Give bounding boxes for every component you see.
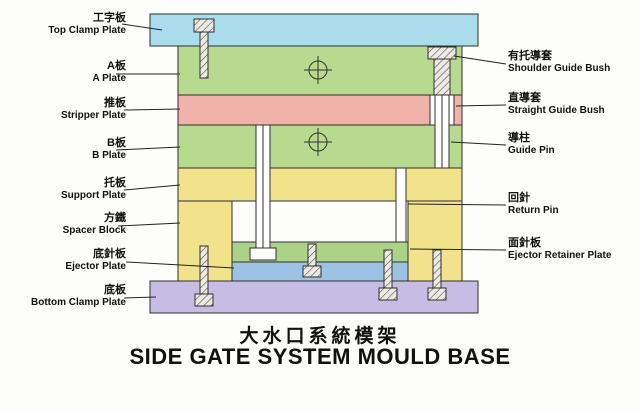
leader-lines-group — [115, 23, 507, 299]
label-straight-guide-bush: 直導套 Straight Guide Bush — [508, 92, 640, 117]
screws-group — [193, 18, 447, 307]
label-zh: 底板 — [104, 284, 126, 296]
screw-top-left — [193, 18, 215, 79]
label-zh: 工字板 — [93, 12, 126, 24]
label-top-clamp-plate: 工字板 Top Clamp Plate — [0, 12, 126, 37]
label-zh: 回針 — [508, 192, 530, 204]
screw-ejector-middle — [302, 243, 322, 278]
label-zh: A板 — [107, 60, 126, 72]
label-bottom-clamp-plate: 底板 Bottom Clamp Plate — [0, 284, 126, 309]
label-en: Ejector Plate — [65, 261, 126, 272]
shoulder-guide-bush-shape — [427, 46, 457, 60]
screw-bottom-left — [194, 245, 214, 307]
label-b-plate: B板 B Plate — [0, 137, 126, 162]
label-stripper-plate: 推板 Stripper Plate — [0, 97, 126, 122]
title-chinese: 大水口系統模架 — [239, 326, 401, 347]
label-return-pin: 回針 Return Pin — [508, 192, 640, 217]
label-zh: 導柱 — [508, 132, 530, 144]
shoulder-guide-bush-body — [433, 58, 451, 96]
label-a-plate: A板 A Plate — [0, 60, 126, 85]
label-zh: B板 — [107, 137, 126, 149]
label-en: Stripper Plate — [60, 110, 126, 121]
support-plate-shape — [177, 167, 463, 202]
plates-group — [149, 13, 479, 314]
label-en: Return Pin — [508, 205, 559, 216]
b-plate-shape — [177, 124, 463, 169]
label-spacer-block: 方鐵 Spacer Block — [0, 212, 126, 237]
label-zh: 直導套 — [508, 92, 541, 104]
screw-bottom-middle — [378, 249, 398, 301]
label-zh: 方鐵 — [104, 212, 126, 224]
return-pin-shape — [395, 167, 407, 243]
label-zh: 有托導套 — [508, 50, 552, 62]
label-en: Support Plate — [60, 190, 126, 201]
label-zh: 托板 — [104, 177, 126, 189]
label-zh: 推板 — [104, 97, 126, 109]
label-zh: 底針板 — [93, 248, 126, 260]
label-en: Guide Pin — [508, 145, 555, 156]
label-en: Bottom Clamp Plate — [30, 297, 126, 308]
hole-symbol-upper — [304, 56, 332, 84]
pins-group — [249, 46, 457, 261]
label-ejector-retainer-plate: 面針板 Ejector Retainer Plate — [508, 237, 640, 262]
label-zh: 面針板 — [508, 237, 541, 249]
label-en: B Plate — [92, 150, 126, 161]
label-en: Spacer Block — [62, 225, 126, 236]
label-en: Top Clamp Plate — [48, 25, 126, 36]
label-shoulder-guide-bush: 有托導套 Shoulder Guide Bush — [508, 50, 640, 75]
label-ejector-plate: 底針板 Ejector Plate — [0, 248, 126, 273]
ejector-pin-head — [249, 247, 277, 261]
hole-symbols-group — [304, 56, 332, 156]
screw-bottom-right — [427, 249, 447, 301]
label-en: Ejector Retainer Plate — [508, 250, 612, 261]
title-english: SIDE GATE SYSTEM MOULD BASE — [129, 344, 511, 369]
label-en: Shoulder Guide Bush — [508, 63, 611, 74]
label-support-plate: 托板 Support Plate — [0, 177, 126, 202]
stripper-plate-shape — [177, 94, 463, 126]
label-guide-pin: 導柱 Guide Pin — [508, 132, 640, 157]
label-en: A Plate — [92, 73, 126, 84]
hole-symbol-lower — [304, 128, 332, 156]
label-en: Straight Guide Bush — [508, 105, 605, 116]
